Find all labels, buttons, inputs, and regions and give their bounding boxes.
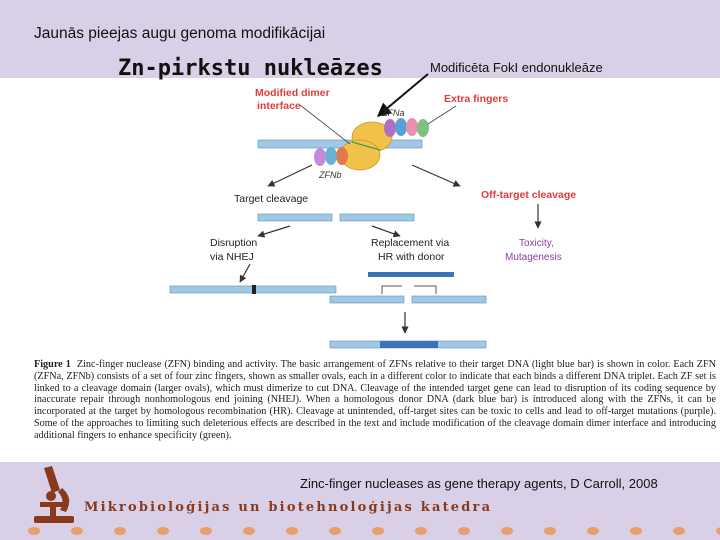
extra-fingers-pointer (427, 105, 457, 125)
decorative-dot (200, 527, 212, 535)
decorative-dot (415, 527, 427, 535)
nhej-mutation-mark (252, 285, 256, 294)
hr-dna-left (329, 295, 405, 304)
decorative-dot (716, 527, 720, 535)
decorative-dot (71, 527, 83, 535)
foki-annotation: Modificēta FokI endonukleāze (430, 60, 603, 75)
decorative-dot (243, 527, 255, 535)
decorative-dot (372, 527, 384, 535)
dimer-label-pointer (299, 104, 351, 145)
decorative-dot (630, 527, 642, 535)
decorative-dot (329, 527, 341, 535)
hr-donor-strand (381, 285, 437, 294)
caption-label: Figure 1 (34, 359, 71, 370)
decorative-dot (458, 527, 470, 535)
arrow-to-replacement (371, 225, 401, 238)
decorative-dot (544, 527, 556, 535)
header-band (0, 0, 720, 78)
zfna-label: ZFNa (381, 108, 405, 118)
arrow-to-disruption (257, 225, 291, 238)
cut-dna-right (339, 213, 415, 222)
zfnb-label: ZFNb (318, 170, 342, 180)
decorative-dot (286, 527, 298, 535)
zinc-finger-oval (395, 118, 407, 136)
donor-dna-bar (368, 272, 454, 277)
extra-fingers-label: Extra fingers (444, 93, 508, 105)
dimer-interface-mark (351, 141, 381, 151)
zinc-finger-oval (417, 119, 429, 137)
zinc-finger-oval (336, 147, 348, 165)
decorative-dot (114, 527, 126, 535)
annotation-pointer-arrow (376, 73, 429, 117)
target-cleavage-label: Target cleavage (234, 193, 308, 205)
off-target-cleavage-label: Off-target cleavage (481, 189, 576, 201)
decorative-dot (157, 527, 169, 535)
decorative-dot (28, 527, 40, 535)
hr-dna-right (411, 295, 487, 304)
department-name: Mikrobioloģijas un biotehnoloģijas kated… (84, 500, 493, 515)
target-dna-bar (257, 139, 423, 149)
microscope-icon (34, 466, 74, 523)
zinc-finger-oval (314, 148, 326, 166)
replacement-label: Replacement via HR with donor (371, 237, 452, 263)
arrow-disruption-down (239, 263, 251, 283)
zinc-finger-oval (384, 119, 396, 137)
decorative-dot (587, 527, 599, 535)
caption-text: Zinc-finger nuclease (ZFN) binding and a… (34, 359, 716, 441)
decorative-dot (501, 527, 513, 535)
toxicity-label: Toxicity, Mutagenesis (505, 238, 562, 263)
cut-dna-left (257, 213, 333, 222)
citation: Zinc-finger nucleases as gene therapy ag… (300, 476, 658, 491)
arrow-to-offtarget (411, 164, 461, 187)
slide-subtitle: Zn-pirkstu nukleāzes (118, 56, 383, 81)
arrow-to-target (267, 164, 313, 187)
decorative-dot-row (28, 527, 720, 535)
zinc-finger-oval (325, 147, 337, 165)
figure-caption: Figure 1 Zinc-finger nuclease (ZFN) bind… (34, 359, 716, 442)
slide-title: Jaunās pieejas augu genoma modifikācijai (34, 25, 326, 42)
hr-incorporated-donor (380, 341, 438, 348)
zinc-finger-oval (406, 118, 418, 136)
decorative-dot (673, 527, 685, 535)
disruption-label: Disruption via NHEJ (210, 237, 260, 263)
modified-dimer-label: Modified dimer interface (255, 87, 333, 112)
